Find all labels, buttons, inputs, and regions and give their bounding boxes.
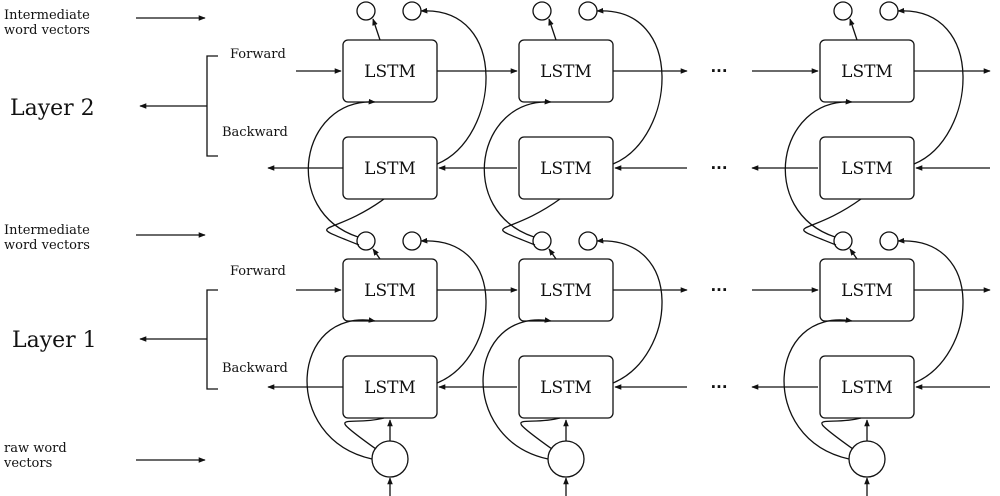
output-backward-l1-col1 xyxy=(402,231,422,251)
bracket-layer1 xyxy=(206,289,218,390)
intermediate-vectors-label-top: Intermediate word vectors xyxy=(4,8,90,39)
intermediate-vectors-label-mid: Intermediate word vectors xyxy=(4,223,90,254)
lstm-layer1-backward-col2-label: LSTM xyxy=(540,378,592,398)
raw-word-vectors-label-line2: vectors xyxy=(4,455,53,471)
output-forward-l2-col1 xyxy=(356,1,376,21)
layer-2-label: Layer 2 xyxy=(10,96,95,121)
lstm-layer2-forward-col2-label: LSTM xyxy=(540,62,592,82)
lstm-layer2-backward-col2 xyxy=(518,136,614,200)
lstm-layer2-backward-col1-label: LSTM xyxy=(364,159,416,179)
lstm-layer1-forward-col2-label: LSTM xyxy=(540,281,592,301)
raw-word-vectors-label-line1: raw word xyxy=(4,441,67,456)
ellipsis-fwd-l2: ··· xyxy=(710,62,727,80)
lstm-layer1-backward-col1-label: LSTM xyxy=(364,378,416,398)
ellipsis-fwd-l1: ··· xyxy=(710,281,727,299)
curve-bwd-out-l1-col1 xyxy=(420,237,487,384)
bracket-layer2 xyxy=(206,55,218,157)
output-forward-l1-col2 xyxy=(532,231,552,251)
ellipsis-bwd-l1: ··· xyxy=(710,378,727,396)
curve-mid-to-l2-fwd-col1 xyxy=(307,98,376,238)
raw-input-col2 xyxy=(547,440,585,478)
intermediate-vectors-label-mid-line2: word vectors xyxy=(4,237,90,253)
output-forward-l1-col1 xyxy=(356,231,376,251)
arrow-fwd-out-l2-col3 xyxy=(849,18,858,41)
backward-label-layer2: Backward xyxy=(222,125,288,140)
lstm-layer1-backward-col2 xyxy=(518,355,614,419)
arrow-fwd-out-l1-col2 xyxy=(548,248,557,260)
lstm-layer1-backward-col3 xyxy=(819,355,915,419)
curve-bwd-out-l2-col2 xyxy=(596,7,663,165)
output-backward-l1-col3 xyxy=(879,231,899,251)
ellipsis-bwd-l2: ··· xyxy=(710,159,727,177)
arrow-fwd-out-l2-col1 xyxy=(372,18,381,41)
lstm-layer1-forward-col1-label: LSTM xyxy=(364,281,416,301)
curve-mid-to-l2-bwd-col2 xyxy=(502,198,561,246)
curve-bwd-out-l1-col2 xyxy=(596,237,663,384)
lstm-layer2-forward-col1-label: LSTM xyxy=(364,62,416,82)
arrow-fwd-out-l2-col2 xyxy=(548,18,557,41)
curve-mid-to-l2-fwd-col3 xyxy=(784,98,853,238)
raw-input-col3 xyxy=(848,440,886,478)
curve-bwd-out-l2-col3 xyxy=(897,7,964,165)
forward-label-layer2: Forward xyxy=(230,47,286,62)
curve-raw-to-l1-fwd-col1 xyxy=(306,317,376,460)
intermediate-vectors-label-top-line1: Intermediate xyxy=(4,8,90,23)
curve-raw-to-l1-bwd-col1 xyxy=(344,417,385,450)
curve-mid-to-l2-fwd-col2 xyxy=(483,98,552,238)
raw-input-col1 xyxy=(371,440,409,478)
intermediate-vectors-label-top-line2: word vectors xyxy=(4,22,90,38)
curve-mid-to-l2-bwd-col1 xyxy=(326,198,385,246)
lstm-layer1-backward-col3-label: LSTM xyxy=(841,378,893,398)
lstm-layer2-backward-col3 xyxy=(819,136,915,200)
lstm-layer2-backward-col2-label: LSTM xyxy=(540,159,592,179)
forward-label-layer1: Forward xyxy=(230,264,286,279)
curve-raw-to-l1-fwd-col2 xyxy=(482,317,552,460)
output-backward-l2-col2 xyxy=(578,1,598,21)
arrow-fwd-out-l1-col3 xyxy=(849,248,858,260)
output-forward-l2-col2 xyxy=(532,1,552,21)
layer-1-label: Layer 1 xyxy=(12,328,97,353)
lstm-layer1-forward-col3-label: LSTM xyxy=(841,281,893,301)
backward-label-layer1: Backward xyxy=(222,361,288,376)
curve-raw-to-l1-bwd-col3 xyxy=(821,417,862,450)
curve-mid-to-l2-bwd-col3 xyxy=(803,198,862,246)
output-forward-l1-col3 xyxy=(833,231,853,251)
lstm-layer2-backward-col3-label: LSTM xyxy=(841,159,893,179)
output-backward-l1-col2 xyxy=(578,231,598,251)
curve-bwd-out-l2-col1 xyxy=(420,7,487,165)
curve-bwd-out-l1-col3 xyxy=(897,237,964,384)
raw-word-vectors-label: raw word vectors xyxy=(4,441,67,472)
output-forward-l2-col3 xyxy=(833,1,853,21)
lstm-layer2-forward-col3-label: LSTM xyxy=(841,62,893,82)
curve-raw-to-l1-bwd-col2 xyxy=(520,417,561,450)
curve-raw-to-l1-fwd-col3 xyxy=(783,317,853,460)
intermediate-vectors-label-mid-line1: Intermediate xyxy=(4,223,90,238)
output-backward-l2-col3 xyxy=(879,1,899,21)
arrow-fwd-out-l1-col1 xyxy=(372,248,381,260)
output-backward-l2-col1 xyxy=(402,1,422,21)
